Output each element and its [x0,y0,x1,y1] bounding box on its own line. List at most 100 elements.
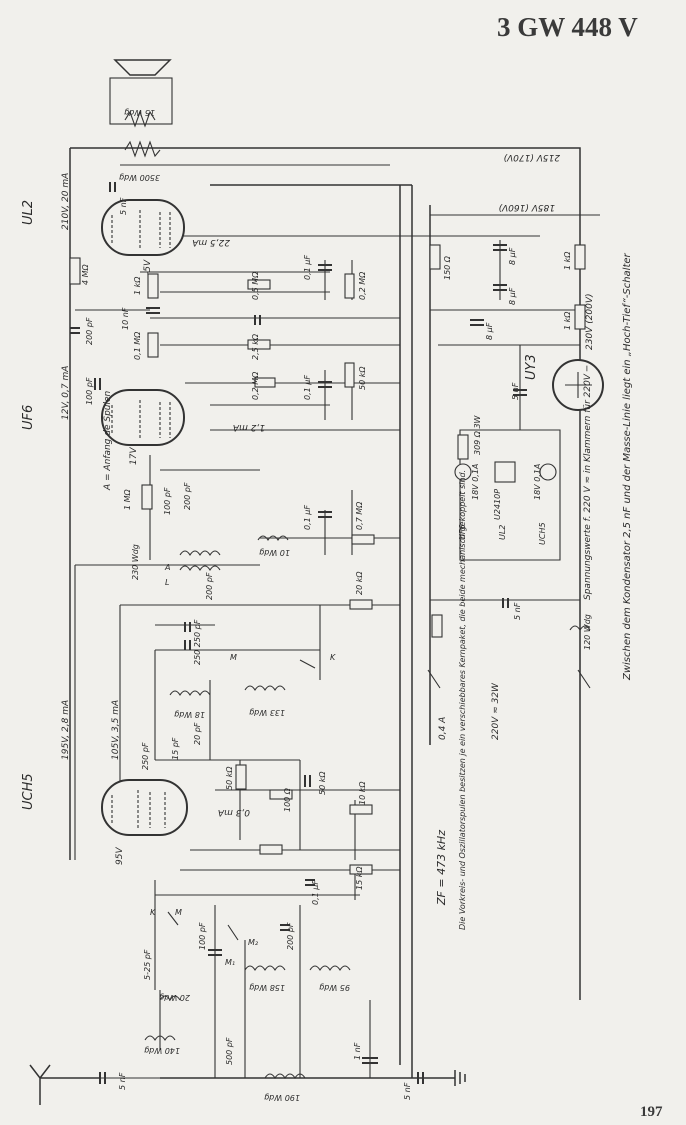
switch-label-m4: M [230,653,237,662]
label-uch5-cathode: 95V [115,847,125,865]
val-c-500pf: 500 pF [225,1037,234,1065]
label-speaker-3500: 3500 Wdg [119,173,160,182]
val-c-01uf-a: 0,1 µF [303,255,312,280]
label-if-frequency: ZF = 473 kHz [435,830,448,906]
coils [144,535,591,1080]
pilot-lamps [454,461,557,483]
tube-label-uy3: UY3 [524,354,539,380]
label-choke-140: 140 Wdg [144,1046,180,1055]
label-choke-20: 20 Wdg [159,993,190,1002]
val-c-250pf: 250 pF [141,742,150,770]
label-choke-120: 120 Wdg [583,614,592,650]
val-c-8uf-b: 8 µF [508,287,517,305]
val-r-1k-b: 1 kΩ [563,311,572,330]
val-c-200pf-b: 200 pF [183,482,192,510]
val-c-01uf-c: 0,1 µF [303,505,312,530]
label-lamp-18v-a: 18V 0,1A [471,464,480,500]
val-c-5nf-d: 5 nF [513,602,522,620]
val-c-5nf-b: 5 nF [118,1072,127,1090]
page-number: 197 [640,1104,663,1120]
switch-label-m3: M₁ [225,958,235,967]
label-uch5-anode: 105V, 3,5 mA [111,700,121,760]
val-c-5-25pf: 5-25 pF [143,949,152,980]
label-choke-190: 190 Wdg [264,1093,300,1102]
label-u2410p: U2410P [493,489,502,520]
label-voltages-note: Spannungswerte f. 220 V ≂ in Klammern fü… [583,365,593,600]
tube-label-uch5: UCH5 [21,773,36,810]
val-c-8uf-c: 8 µF [485,322,494,340]
coil-note-text: Die Vorkreis- und Oszillatorspulen besit… [458,470,467,930]
label-uf6-anode-current: 1,2 mA [233,422,265,432]
switch-label-m1: M [175,908,182,917]
val-c-200pf-c: 200 pF [205,572,214,600]
label-bottom-note: Zwischen dem Kondensator 2,5 nF und der … [622,252,633,681]
val-c-5nf-e: 5 nF [511,382,520,400]
tube-uf6 [101,389,185,446]
val-r-25k: 2,5 kΩ [251,333,260,360]
label-uch5-osc-current: 0,3 mA [218,807,250,817]
val-r-10k-pot: 10 kΩ [358,781,367,805]
label-speaker-15: 15 Wdg [124,108,155,117]
val-c-01uf-b: 0,1 µF [303,375,312,400]
lamp-label-uch5: UCH5 [538,522,547,545]
label-coil-18: 18 Wdg [174,710,205,719]
val-r-07m: 0,7 MΩ [355,501,364,530]
coil-note: Die Vorkreis- und Oszillatorspulen besit… [458,470,467,930]
val-r-150: 150 Ω [443,255,452,280]
val-r-4m: 4 MΩ [81,263,90,285]
val-c-5nf-a: 5 nF [119,197,128,215]
val-r-20k: 20 kΩ [355,571,364,595]
val-c-200pf-d: 200 pF [286,922,295,950]
label-v215: 215V (170V) [503,152,560,162]
lamp-label-ul2: UL2 [498,525,507,540]
label-v185: 185V (160V) [498,202,555,212]
switch-label-k1: K [150,908,156,917]
tube-uy3 [552,359,604,411]
label-choke-230: 230 Wdg [131,544,140,580]
coil-mark-a: A [164,563,170,572]
switch-label-k2: K [330,653,336,662]
val-c-200pf: 200 pF [85,317,94,345]
val-c-5nf-c: 5 nF [403,1082,412,1100]
label-mains: 220V ≂ 32W [491,682,501,740]
val-r-1k: 1 kΩ [133,276,142,295]
label-ul2-grid: -5V [143,259,153,275]
label-uf6-screen: 17V [129,447,139,465]
coil-mark-l: L [165,578,169,587]
label-lamp-18v-b: 18V 0,1A [533,464,542,500]
val-c-10nf: 10 nF [121,307,130,330]
val-c-20pf: 20 pF [193,722,202,745]
val-r-1m: 1 MΩ [123,488,132,510]
val-c-250-250: 250 250 pF [193,619,202,665]
val-r-100: 100 Ω [283,787,292,812]
val-c-100pf-b: 100 pF [163,487,172,515]
label-uf6-supply: 12V, 0,7 mA [61,366,71,420]
label-ul2-anode-current: 22,5 mA [192,237,230,247]
val-c-01uf-d: 0,1 µF [311,880,320,905]
val-r-309: 309 Ω 3W [473,414,482,455]
speaker [109,59,173,158]
wiring [69,147,600,1079]
val-r-1k-a: 1 kΩ [563,251,572,270]
val-c-100pf-a: 100 pF [85,377,94,405]
label-uch5-supply: 195V, 2,8 mA [61,700,71,760]
tube-label-uf6: UF6 [21,405,36,430]
page-title: 3 GW 448 V [497,12,638,42]
lamp-label-uf6: UF6 [458,524,467,540]
val-c-1nf: 1 nF [353,1042,362,1060]
label-coil-133: 133 Wdg [249,708,285,717]
label-choke-10: 10 Wdg [259,548,290,557]
val-r-02m-b: 0,2 MΩ [251,371,260,400]
val-r-50k-b: 50 kΩ [225,766,234,790]
val-c-100pf-c: 100 pF [198,922,207,950]
val-c-8uf-a: 8 µF [508,247,517,265]
val-r-15k: 15 kΩ [355,866,364,890]
label-ul2-supply: 210V, 20 mA [61,173,71,230]
tube-ul2 [101,199,185,256]
antenna [29,1064,100,1105]
label-coil-158: 158 Wdg [249,983,285,992]
val-r-50k-a: 50 kΩ [358,366,367,390]
val-r-01m: 0,1 MΩ [133,331,142,360]
